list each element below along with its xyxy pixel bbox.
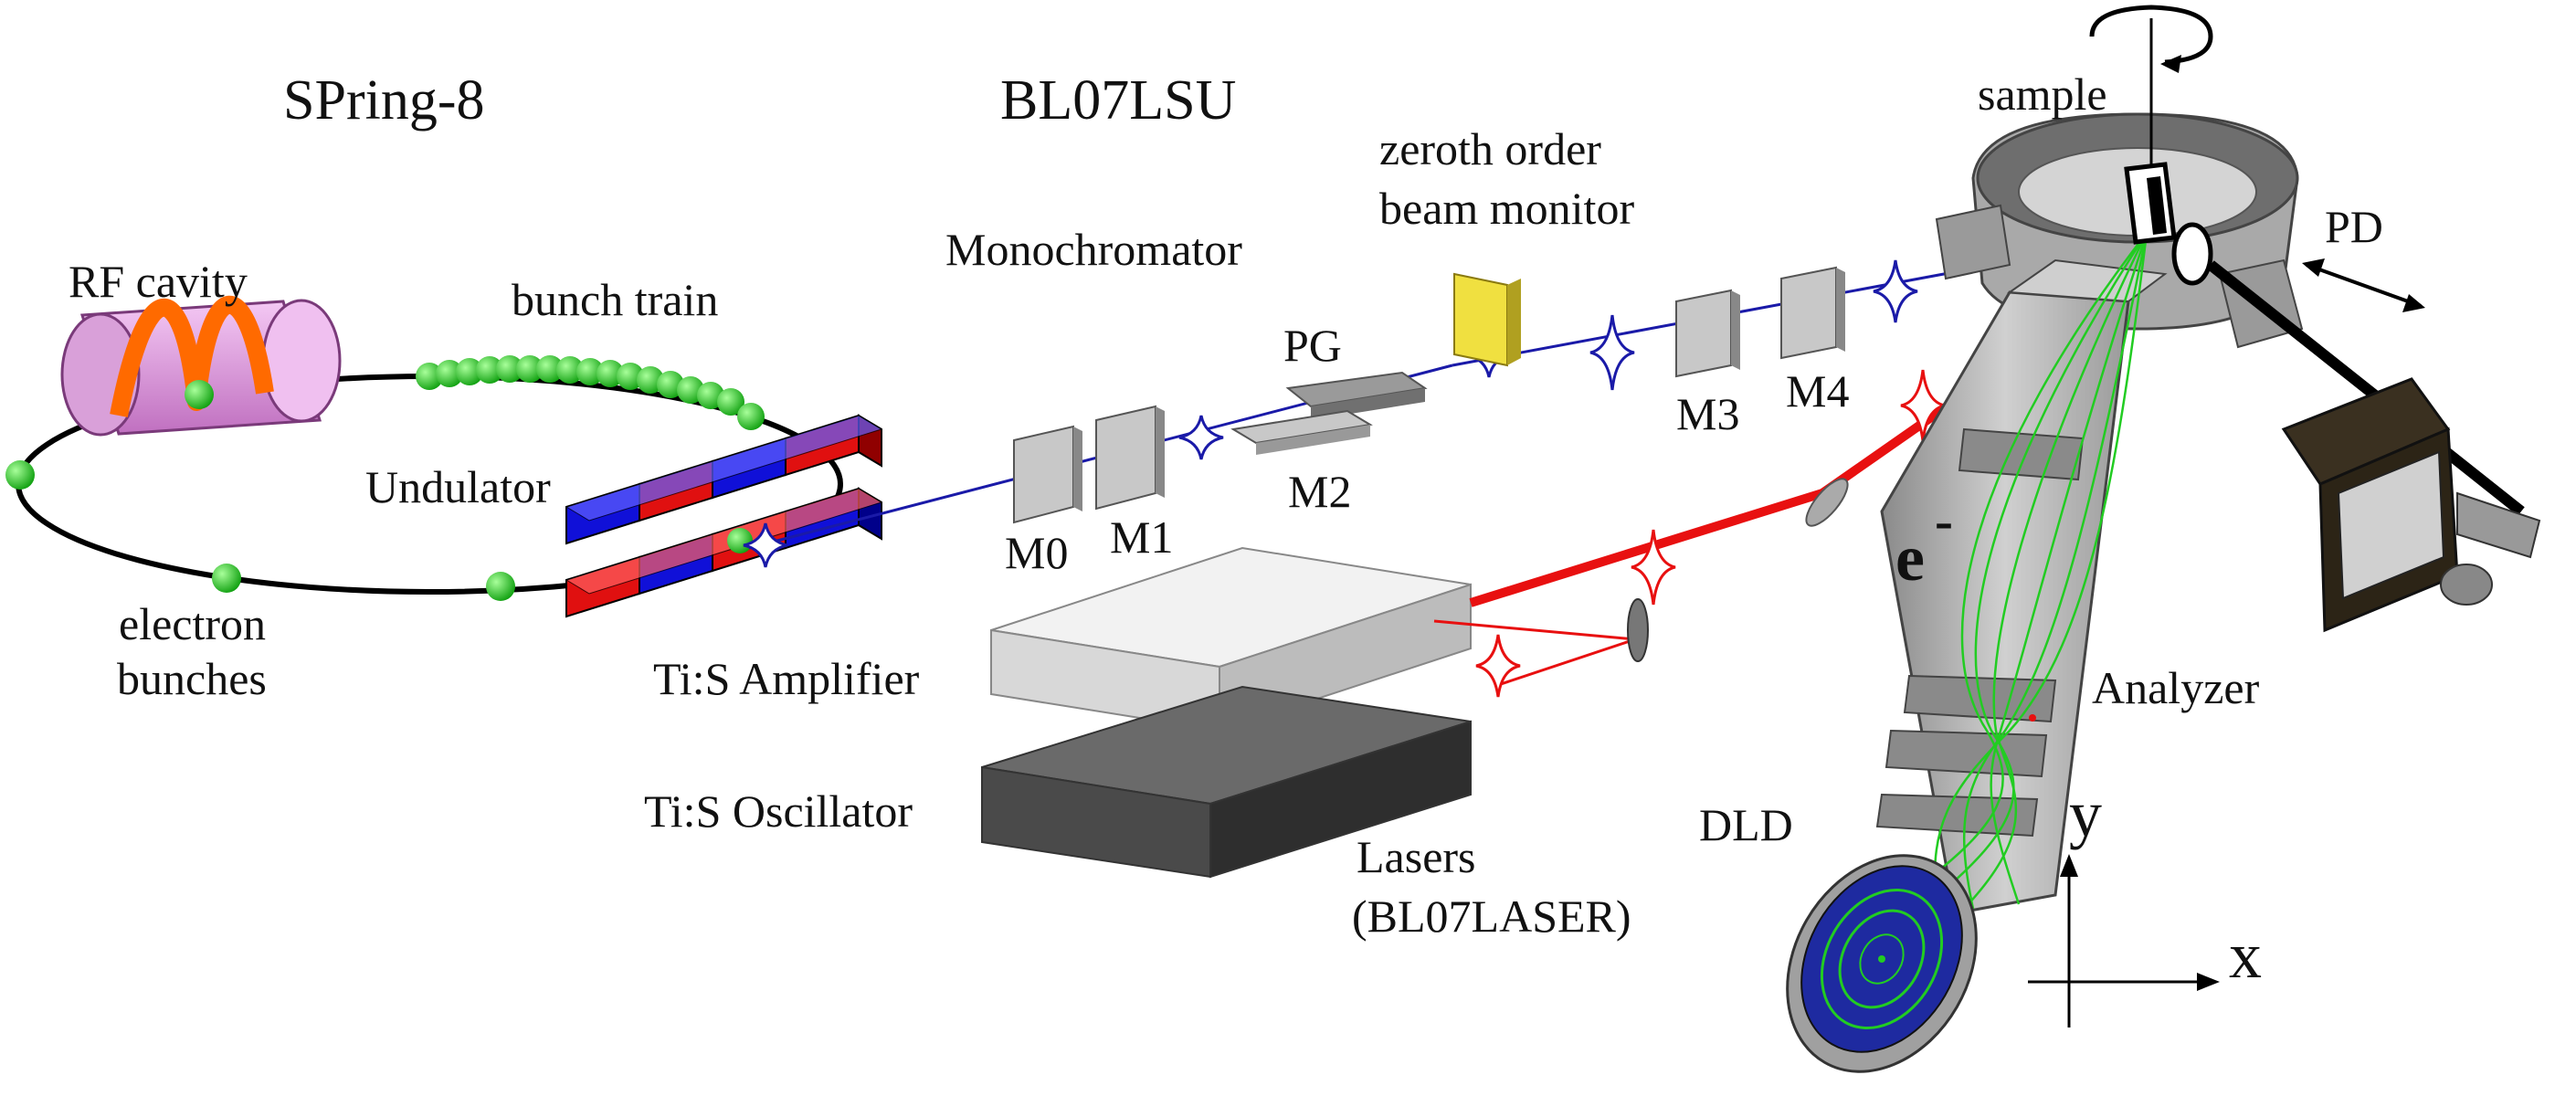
mirror-m3 [1675,289,1740,378]
label-rf-cavity: RF cavity [69,256,248,307]
electron-bunch [5,460,35,490]
label-electron-bunches-1: electron [119,598,266,649]
electron-bunch [185,380,214,409]
dld-detector [1786,854,1978,1073]
laser-mirror [1627,598,1649,662]
xray-pulse [1178,415,1224,460]
label-analyzer: Analyzer [2092,662,2260,713]
xray-pulse [1589,314,1635,391]
mirror-m1 [1095,405,1165,511]
ti-s-oscillator [981,685,1472,879]
sample [2089,5,2213,245]
analyzer [1875,232,2168,915]
label-undulator: Undulator [365,461,551,512]
xray-pulse [1873,259,1918,323]
label-lasers-1: Lasers [1357,831,1476,882]
xray-pulse [743,522,788,568]
label-m1: M1 [1110,511,1173,563]
beam-monitor [1453,272,1521,367]
label-axis-y: y [2069,777,2102,850]
electron-bunch [212,564,241,593]
labels: SPring-8 BL07LSU RF cavity bunch train U… [69,68,2383,992]
mirror-m2 [1230,409,1373,455]
laser-pulse [1631,529,1676,606]
mirror-m0 [1013,425,1082,524]
label-m3: M3 [1676,388,1739,439]
label-ti-amplifier: Ti:S Amplifier [653,653,920,704]
label-monochromator: Monochromator [945,224,1242,275]
label-m0: M0 [1005,527,1068,578]
label-electron-bunches-2: bunches [117,653,267,704]
label-ti-oscillator: Ti:S Oscillator [644,785,913,837]
label-bunch-train: bunch train [512,274,718,325]
label-m4: M4 [1786,365,1849,416]
label-lasers-2: (BL07LASER) [1352,890,1631,942]
bunch-train [416,355,765,430]
label-m2: M2 [1288,466,1351,517]
photodiode-pd [2171,222,2541,633]
coordinate-axes [2028,854,2220,1028]
label-dld: DLD [1699,799,1793,850]
label-electron: e [1895,522,1925,595]
label-zeroth-order-2: beam monitor [1379,183,1634,234]
laser-pulse [1475,634,1521,698]
mirror-m4 [1780,266,1845,360]
label-axis-x: x [2229,919,2262,992]
electron-bunch [727,528,753,553]
ti-s-amplifier [990,546,1472,732]
rf-cavity [60,295,342,437]
label-pd: PD [2325,201,2383,252]
label-spring8: SPring-8 [283,69,484,132]
laser-mirror [1805,478,1849,527]
electron-trajectories [1899,232,2148,910]
label-zeroth-order-1: zeroth order [1379,123,1601,174]
label-sample: sample [1978,68,2107,120]
undulator [565,414,883,618]
grating-pg [1285,371,1428,420]
label-pg: PG [1283,320,1342,371]
electron-bunch [486,572,515,601]
label-electron-sup: - [1935,490,1953,551]
label-bl07lsu: BL07LSU [1000,69,1236,132]
